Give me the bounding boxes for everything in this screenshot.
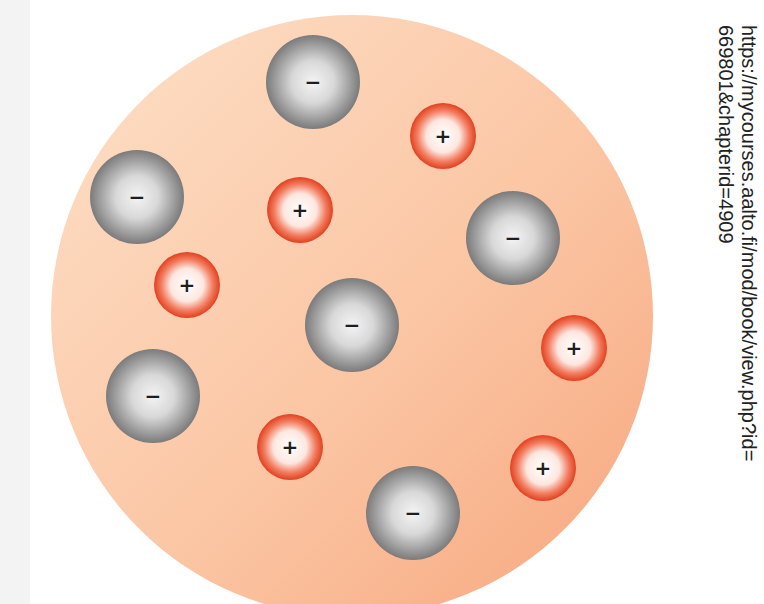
circle-shape bbox=[106, 349, 200, 443]
electron-circle: − bbox=[105, 348, 201, 444]
circle-shape bbox=[410, 103, 476, 169]
circle-shape bbox=[510, 435, 576, 501]
charge-minus: − bbox=[129, 187, 146, 207]
electron-circle: − bbox=[265, 34, 361, 130]
circle-shape bbox=[266, 35, 360, 129]
electron-circle: − bbox=[465, 190, 561, 286]
circle-shape bbox=[366, 466, 460, 560]
circle-shape bbox=[267, 177, 333, 243]
circle-shape bbox=[257, 414, 323, 480]
circle-shape bbox=[541, 315, 607, 381]
charge-plus: + bbox=[179, 275, 196, 295]
charge-minus: − bbox=[505, 228, 522, 248]
electron-circle: − bbox=[89, 149, 185, 245]
proton-circle: + bbox=[153, 251, 221, 319]
charge-minus: − bbox=[305, 72, 322, 92]
circle-shape bbox=[154, 252, 220, 318]
circle-shape bbox=[90, 150, 184, 244]
charge-minus: − bbox=[405, 503, 422, 523]
proton-circle: + bbox=[509, 434, 577, 502]
electron-circle: − bbox=[365, 465, 461, 561]
electron-circle: − bbox=[304, 277, 400, 373]
atom-sphere bbox=[51, 15, 653, 604]
charge-plus: + bbox=[566, 338, 583, 358]
source-url: https://mycourses.aalto.fi/mod/book/view… bbox=[714, 25, 760, 585]
proton-circle: + bbox=[266, 176, 334, 244]
charge-minus: − bbox=[344, 315, 361, 335]
circle-shape bbox=[305, 278, 399, 372]
proton-circle: + bbox=[409, 102, 477, 170]
proton-circle: + bbox=[540, 314, 608, 382]
charge-plus: + bbox=[535, 458, 552, 478]
charge-plus: + bbox=[282, 437, 299, 457]
charge-plus: + bbox=[435, 126, 452, 146]
charge-minus: − bbox=[145, 386, 162, 406]
charge-plus: + bbox=[292, 200, 309, 220]
proton-circle: + bbox=[256, 413, 324, 481]
circle-shape bbox=[466, 191, 560, 285]
